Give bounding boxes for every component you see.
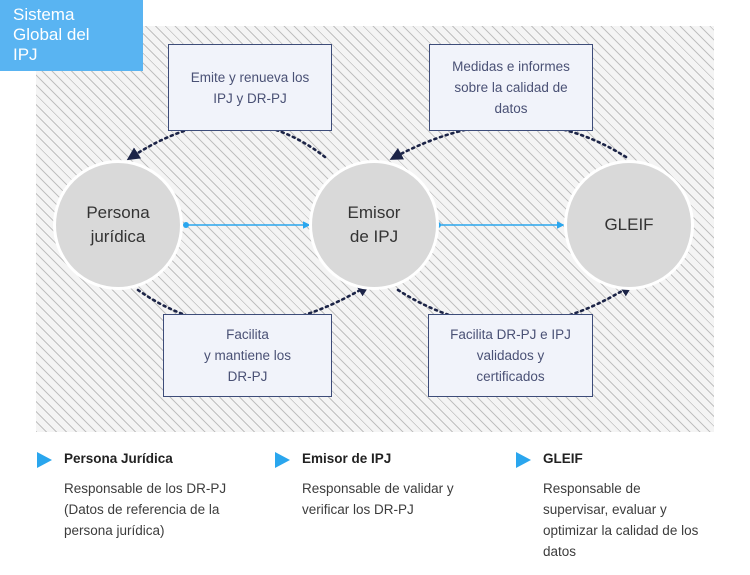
legend-description-line: (Datos de referencia de la [64, 502, 220, 517]
legend-description-line: datos [543, 544, 577, 559]
legend-description-line: Responsable de los DR-PJ [64, 481, 227, 496]
system-title-line: Sistema [13, 5, 75, 24]
legend-description-line: optimizar la calidad de los [543, 523, 699, 538]
system-title-tag: Sistema Global del IPJ [0, 0, 143, 71]
box-emite-renueva: Emite y renueva los IPJ y DR-PJ [168, 44, 332, 131]
node-persona-juridica: Persona jurídica [53, 160, 183, 290]
legend-description-line: supervisar, evaluar y [543, 502, 667, 517]
node-label-line: de IPJ [349, 227, 399, 246]
node-label-line: GLEIF [604, 215, 654, 234]
blue-arrow-start-dot [183, 222, 189, 228]
box-text-line: Emite y renueva los [190, 69, 310, 85]
node-label-line: Persona [86, 203, 150, 222]
legend-description: Responsable de validar y verificar los D… [302, 478, 454, 520]
box-text-line: y mantiene los [203, 348, 292, 363]
legend-title: Persona Jurídica [64, 451, 173, 466]
dotted-arrow-gleif-to-emisor [389, 122, 628, 160]
box-medidas-informes: Medidas e informes sobre la calidad de d… [429, 44, 593, 131]
box-text-line: Medidas e informes [452, 59, 570, 74]
legend-description-line: Responsable de validar y [302, 481, 454, 496]
box-text-line: validados y [476, 348, 545, 363]
legend-description-line: Responsable de [543, 481, 641, 496]
legend-description-line: verificar los DR-PJ [302, 502, 414, 517]
box-text-line: certificados [476, 369, 545, 384]
legend-description-line: persona jurídica) [64, 523, 165, 538]
system-title-line: IPJ [13, 45, 38, 64]
node-label-line: jurídica [90, 227, 146, 246]
node-emisor-ipj: Emisor de IPJ [309, 160, 439, 290]
triangle-bullet-icon [37, 452, 52, 468]
box-facilita-validados: Facilita DR-PJ e IPJ validados y certifi… [428, 314, 593, 397]
node-label-line: Emisor [347, 203, 401, 222]
box-text-line: datos [494, 101, 528, 116]
box-text-line: sobre la calidad de [454, 80, 568, 95]
system-title-line: Global del [13, 25, 90, 44]
legend-description: Responsable de los DR-PJ (Datos de refer… [64, 478, 226, 541]
legend-title: GLEIF [543, 451, 583, 466]
box-text-line: Facilita DR-PJ e IPJ [450, 327, 571, 342]
node-gleif: GLEIF [564, 160, 694, 290]
triangle-bullet-icon [516, 452, 531, 468]
legend-title: Emisor de IPJ [302, 451, 392, 466]
box-text-line: Facilita [226, 327, 269, 342]
box-text-line: DR-PJ [227, 369, 268, 384]
box-facilita-mantiene: Facilita y mantiene los DR-PJ [163, 314, 332, 397]
box-text-line: IPJ y DR-PJ [213, 90, 287, 106]
triangle-bullet-icon [275, 452, 290, 468]
legend-description: Responsable de supervisar, evaluar y opt… [543, 478, 698, 562]
